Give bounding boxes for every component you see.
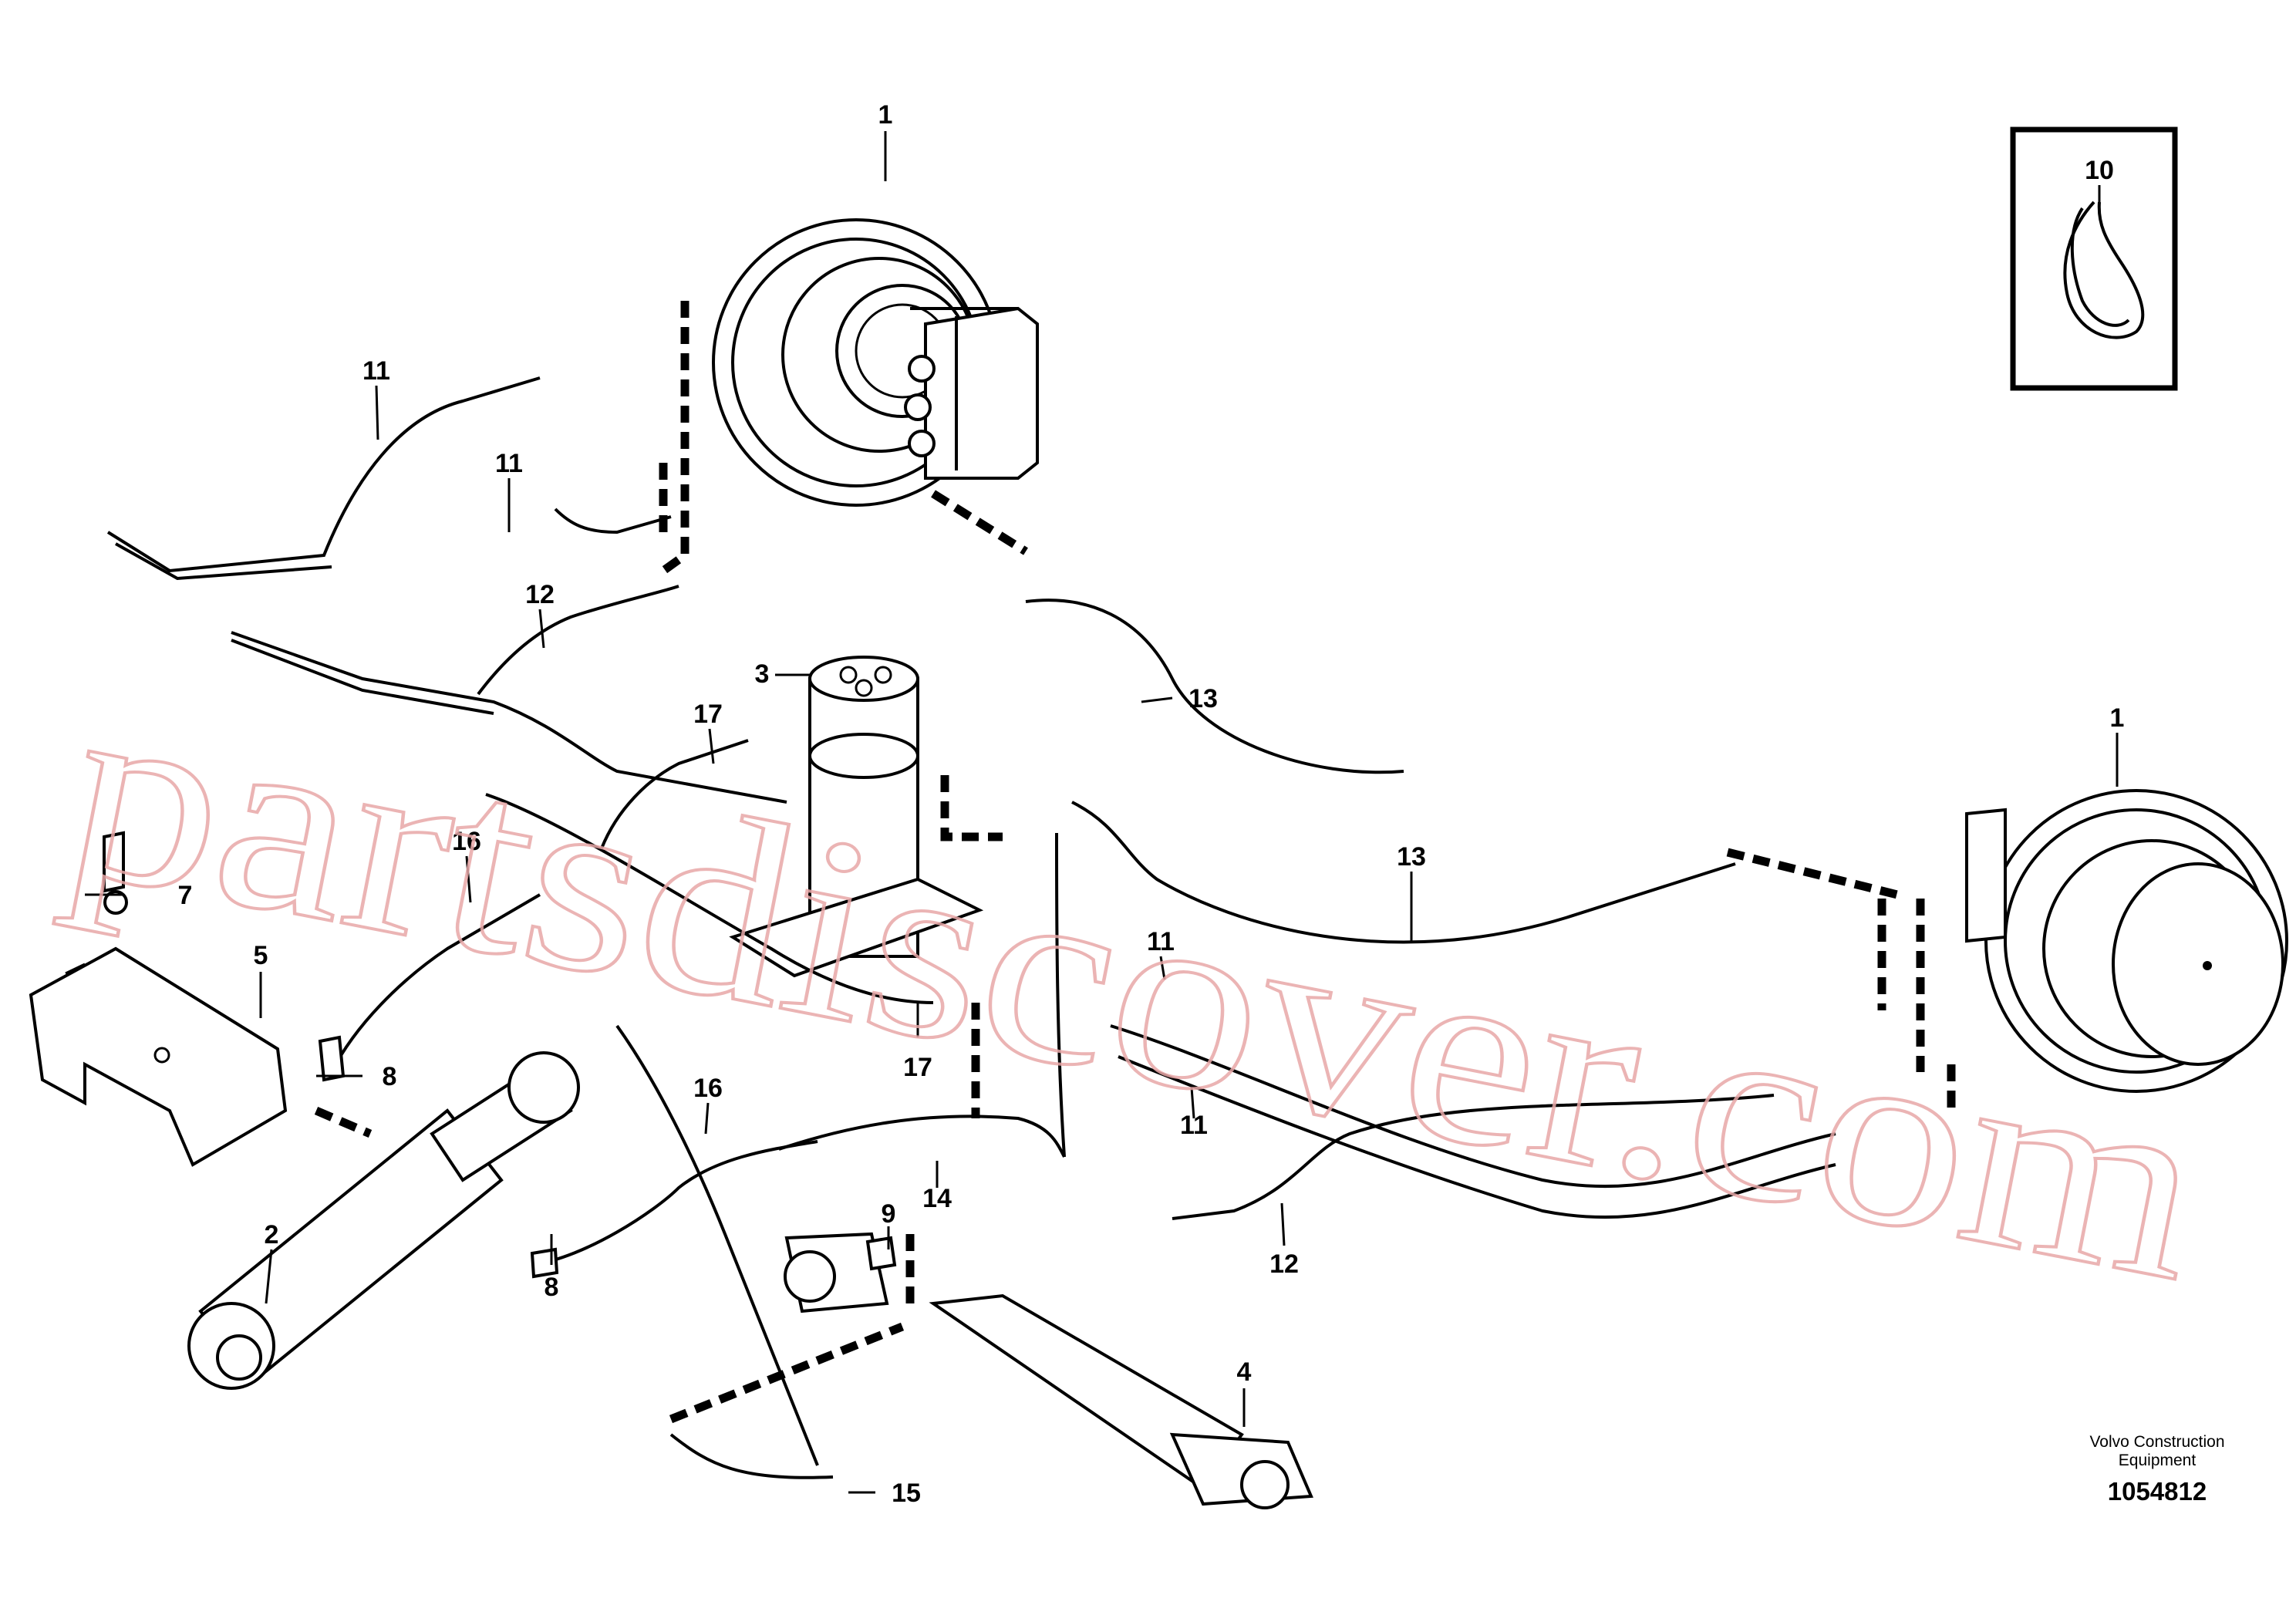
callout-14: 14 [922, 1184, 952, 1213]
callout-9: 9 [882, 1199, 896, 1229]
callout-1-upper: 1 [878, 100, 893, 130]
callout-labels: 1 1 2 3 4 5 7 8 8 9 10 11 11 11 11 12 12… [178, 100, 2125, 1508]
final-drive-right [1965, 789, 2288, 1093]
callout-7: 7 [178, 881, 193, 910]
leader-lines [85, 131, 2119, 1494]
cylinder-right [784, 1232, 1313, 1509]
inset-cable-tie [2010, 126, 2178, 391]
callout-11-c: 11 [1147, 927, 1175, 956]
final-drive-upper [712, 218, 1039, 507]
callout-12-b: 12 [1269, 1249, 1299, 1279]
callout-12-a: 12 [525, 580, 555, 609]
callout-5: 5 [254, 941, 268, 970]
drawing-number: 1054812 [2108, 1477, 2207, 1506]
callout-13-b: 13 [1397, 842, 1426, 872]
callout-8-left: 8 [383, 1062, 397, 1091]
callout-4: 4 [1237, 1357, 1252, 1387]
hose-lines [106, 376, 1836, 1479]
callout-17-b: 17 [903, 1053, 932, 1082]
callout-1-right: 1 [2110, 703, 2125, 733]
callout-8-center: 8 [544, 1273, 559, 1302]
callout-11-a: 11 [362, 356, 390, 386]
callout-15: 15 [892, 1479, 921, 1508]
footer: Volvo Construction Equipment 1054812 [2089, 1433, 2224, 1506]
callout-11-b: 11 [495, 449, 523, 478]
dashed-connections [314, 301, 1956, 1424]
callout-16-a: 16 [452, 827, 481, 856]
callout-11-d: 11 [1180, 1111, 1208, 1140]
bracket [29, 946, 288, 1167]
callout-17-a: 17 [693, 700, 723, 729]
callout-3: 3 [755, 659, 770, 689]
callout-10: 10 [2085, 156, 2114, 185]
swivel-joint [729, 656, 984, 978]
footer-company-line1: Volvo Construction [2089, 1433, 2224, 1451]
footer-company-line2: Equipment [2119, 1452, 2197, 1469]
callout-13-a: 13 [1188, 684, 1218, 713]
callout-2: 2 [265, 1220, 279, 1249]
callout-16-b: 16 [693, 1074, 723, 1103]
cylinder-left [187, 1051, 580, 1390]
